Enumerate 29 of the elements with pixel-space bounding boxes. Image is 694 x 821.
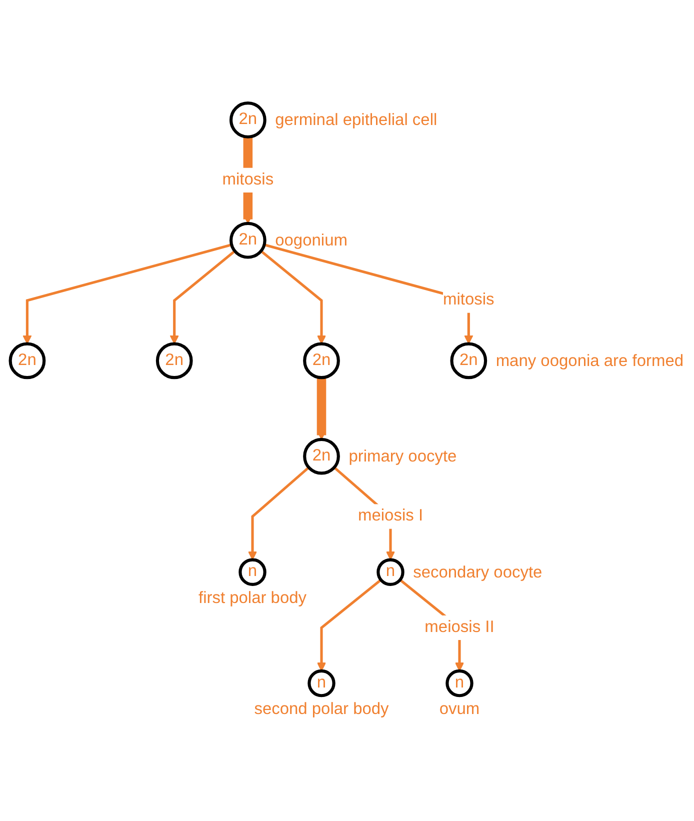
arrow	[316, 578, 382, 672]
node-circle: 2n	[8, 342, 46, 380]
node-circle: n	[376, 558, 404, 586]
arrow	[316, 378, 326, 440]
node-circle: 2n	[303, 342, 340, 380]
edge-label: meiosis I	[358, 507, 424, 525]
node-circle: n	[446, 669, 474, 698]
cell-caption: germinal epithelial cell	[275, 111, 438, 130]
cell-caption: secondary oocyte	[413, 563, 542, 582]
arrow	[22, 244, 232, 344]
node-circle: 2n	[156, 342, 193, 380]
arrow	[260, 250, 326, 344]
cell-caption: first polar body	[198, 589, 307, 607]
edge-label: meiosis II	[424, 618, 494, 636]
arrow	[170, 250, 236, 344]
edge-label: mitosis	[222, 170, 274, 188]
node-circle: 2n	[229, 102, 266, 138]
edge-label: mitosis	[443, 291, 494, 309]
cell-caption: oogonium	[275, 232, 348, 250]
cell-caption: second polar body	[254, 700, 389, 718]
arrow	[248, 466, 310, 560]
node-circle: 2n	[303, 438, 340, 475]
cell-caption: many oogonia are formed	[496, 352, 684, 370]
node-circle: 2n	[450, 342, 488, 380]
node-circle: 2n	[229, 222, 266, 259]
cell-caption: primary oocyte	[348, 447, 457, 466]
node-circle: n	[238, 558, 266, 586]
cell-caption: ovum	[439, 700, 480, 718]
node-circle: n	[308, 669, 336, 698]
